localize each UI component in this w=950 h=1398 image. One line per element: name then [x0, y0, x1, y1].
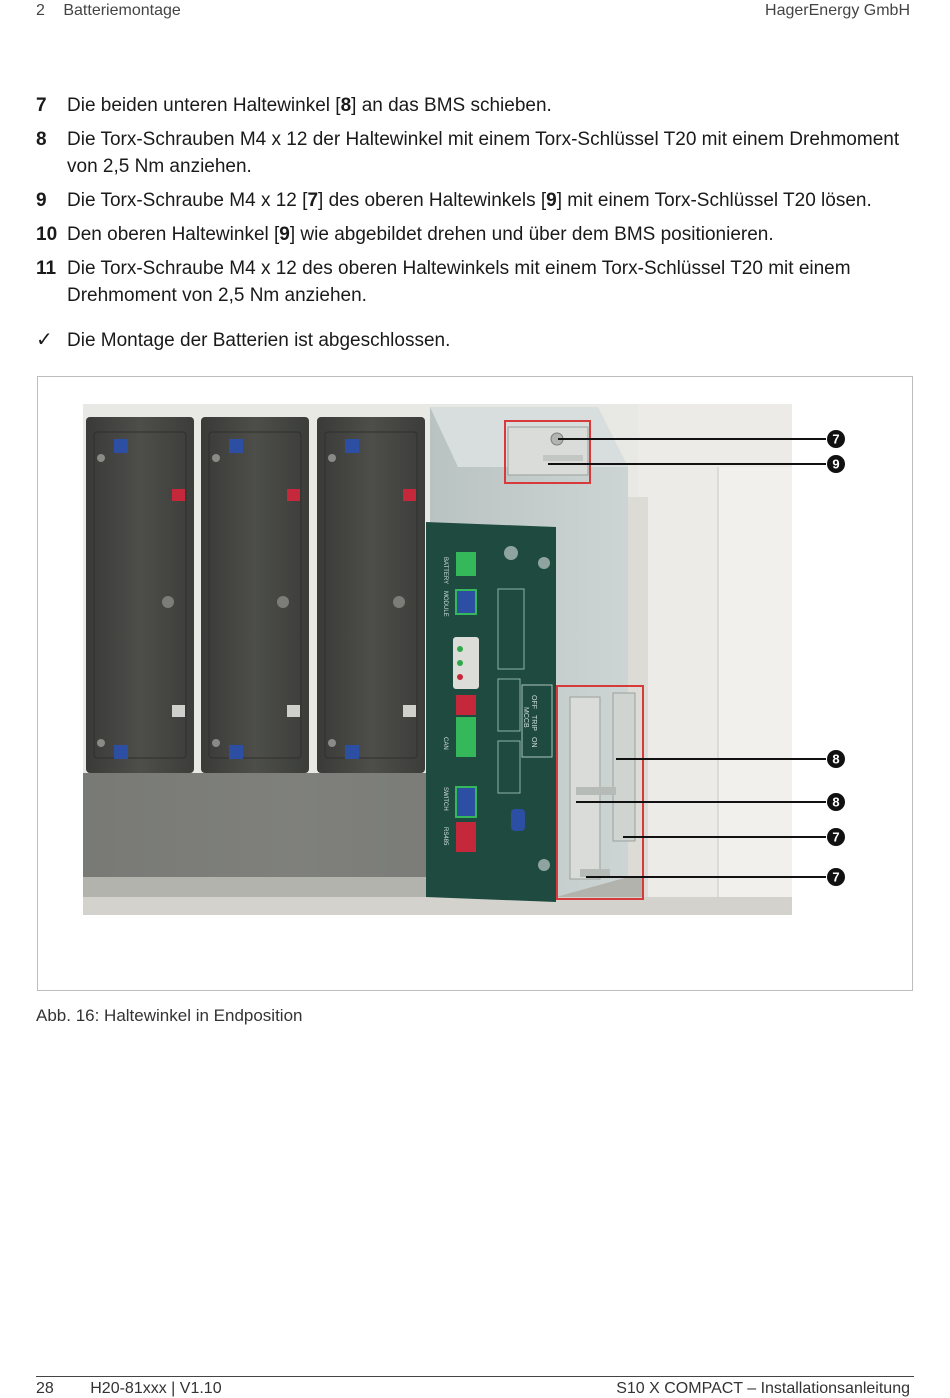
on-label: ON	[530, 737, 537, 748]
footer-rule	[36, 1376, 914, 1377]
svg-text:9: 9	[832, 457, 839, 472]
callout-8-lower: 8	[827, 793, 845, 811]
running-header-section: 2 Batteriemontage	[36, 2, 181, 20]
ref-8: 8	[340, 95, 352, 116]
callout-7-top: 7	[827, 430, 845, 448]
figure-caption: Abb. 16: Haltewinkel in Endposition	[36, 1006, 303, 1025]
step-10: 10 Den oberen Haltewinkel [9] wie abgebi…	[36, 221, 916, 248]
instruction-steps: 7 Die beiden unteren Haltewinkel [8] an …	[36, 92, 916, 361]
battery-module-3	[317, 417, 425, 773]
step-number: 7	[36, 95, 47, 116]
step-11: 11 Die Torx-Schraube M4 x 12 des oberen …	[36, 255, 916, 309]
switch-label: SWITCH	[442, 787, 448, 811]
battery-module-1	[86, 417, 194, 773]
lower-brackets	[569, 692, 636, 880]
trip-label: TRIP	[530, 715, 537, 731]
ref-9: 9	[546, 190, 557, 211]
svg-text:7: 7	[832, 830, 839, 845]
callout-8-upper: 8	[827, 750, 845, 768]
step-number: 8	[36, 129, 47, 150]
section-title: Batteriemontage	[63, 2, 181, 19]
highlight-upper-bracket	[504, 420, 591, 484]
callout-7-middle: 7	[827, 828, 845, 846]
step-text: Die Torx-Schrauben M4 x 12 der Haltewink…	[67, 129, 900, 177]
document-title: S10 X COMPACT – Installationsanleitung	[616, 1380, 910, 1397]
battery-module-2	[201, 417, 309, 773]
result-line: ✓ Die Montage der Batterien ist abgeschl…	[36, 327, 916, 354]
step-8: 8 Die Torx-Schrauben M4 x 12 der Haltewi…	[36, 126, 916, 180]
leader-lines	[548, 438, 826, 878]
svg-text:7: 7	[832, 870, 839, 885]
step-number: 11	[36, 258, 57, 279]
module-label: MODULE	[442, 591, 448, 617]
svg-text:8: 8	[832, 752, 839, 767]
figure-frame: MCCB OFF TRIP ON BATTERY MODULE CAN SWIT…	[37, 376, 913, 991]
step-text: Die Torx-Schraube M4 x 12 [7] des oberen…	[67, 190, 872, 211]
highlight-lower-brackets	[556, 685, 644, 900]
footer-left: 28 H20-81xxx | V1.10	[36, 1380, 222, 1398]
bms-front-panel: MCCB OFF TRIP ON BATTERY MODULE CAN SWIT…	[426, 522, 556, 902]
ref-9: 9	[279, 224, 290, 245]
svg-text:8: 8	[832, 795, 839, 810]
can-label: CAN	[442, 737, 448, 750]
step-9: 9 Die Torx-Schraube M4 x 12 [7] des ober…	[36, 187, 916, 214]
section-number: 2	[36, 2, 45, 19]
figure-illustration: MCCB OFF TRIP ON BATTERY MODULE CAN SWIT…	[83, 404, 845, 915]
callout-9: 9	[827, 455, 845, 473]
step-number: 10	[36, 224, 58, 245]
step-number: 9	[36, 190, 47, 211]
checkmark-icon: ✓	[36, 329, 53, 351]
step-7: 7 Die beiden unteren Haltewinkel [8] an …	[36, 92, 916, 119]
page-number: 28	[36, 1380, 54, 1397]
ref-7: 7	[307, 190, 319, 211]
mccb-label: MCCB	[522, 707, 529, 728]
step-text: Den oberen Haltewinkel [9] wie abgebilde…	[67, 224, 774, 245]
cabinet-panel	[718, 467, 792, 915]
svg-text:7: 7	[832, 432, 839, 447]
battery-label: BATTERY	[442, 557, 448, 584]
upper-bracket	[507, 426, 589, 476]
document-id: H20-81xxx | V1.10	[90, 1380, 222, 1397]
result-text: Die Montage der Batterien ist abgeschlos…	[67, 330, 451, 351]
callout-7-bottom: 7	[827, 868, 845, 886]
off-label: OFF	[530, 695, 537, 709]
rs485-label: RS485	[442, 827, 448, 846]
step-text: Die Torx-Schraube M4 x 12 des oberen Hal…	[67, 258, 851, 306]
step-text: Die beiden unteren Haltewinkel [8] an da…	[67, 95, 552, 116]
company-name: HagerEnergy GmbH	[765, 2, 910, 19]
